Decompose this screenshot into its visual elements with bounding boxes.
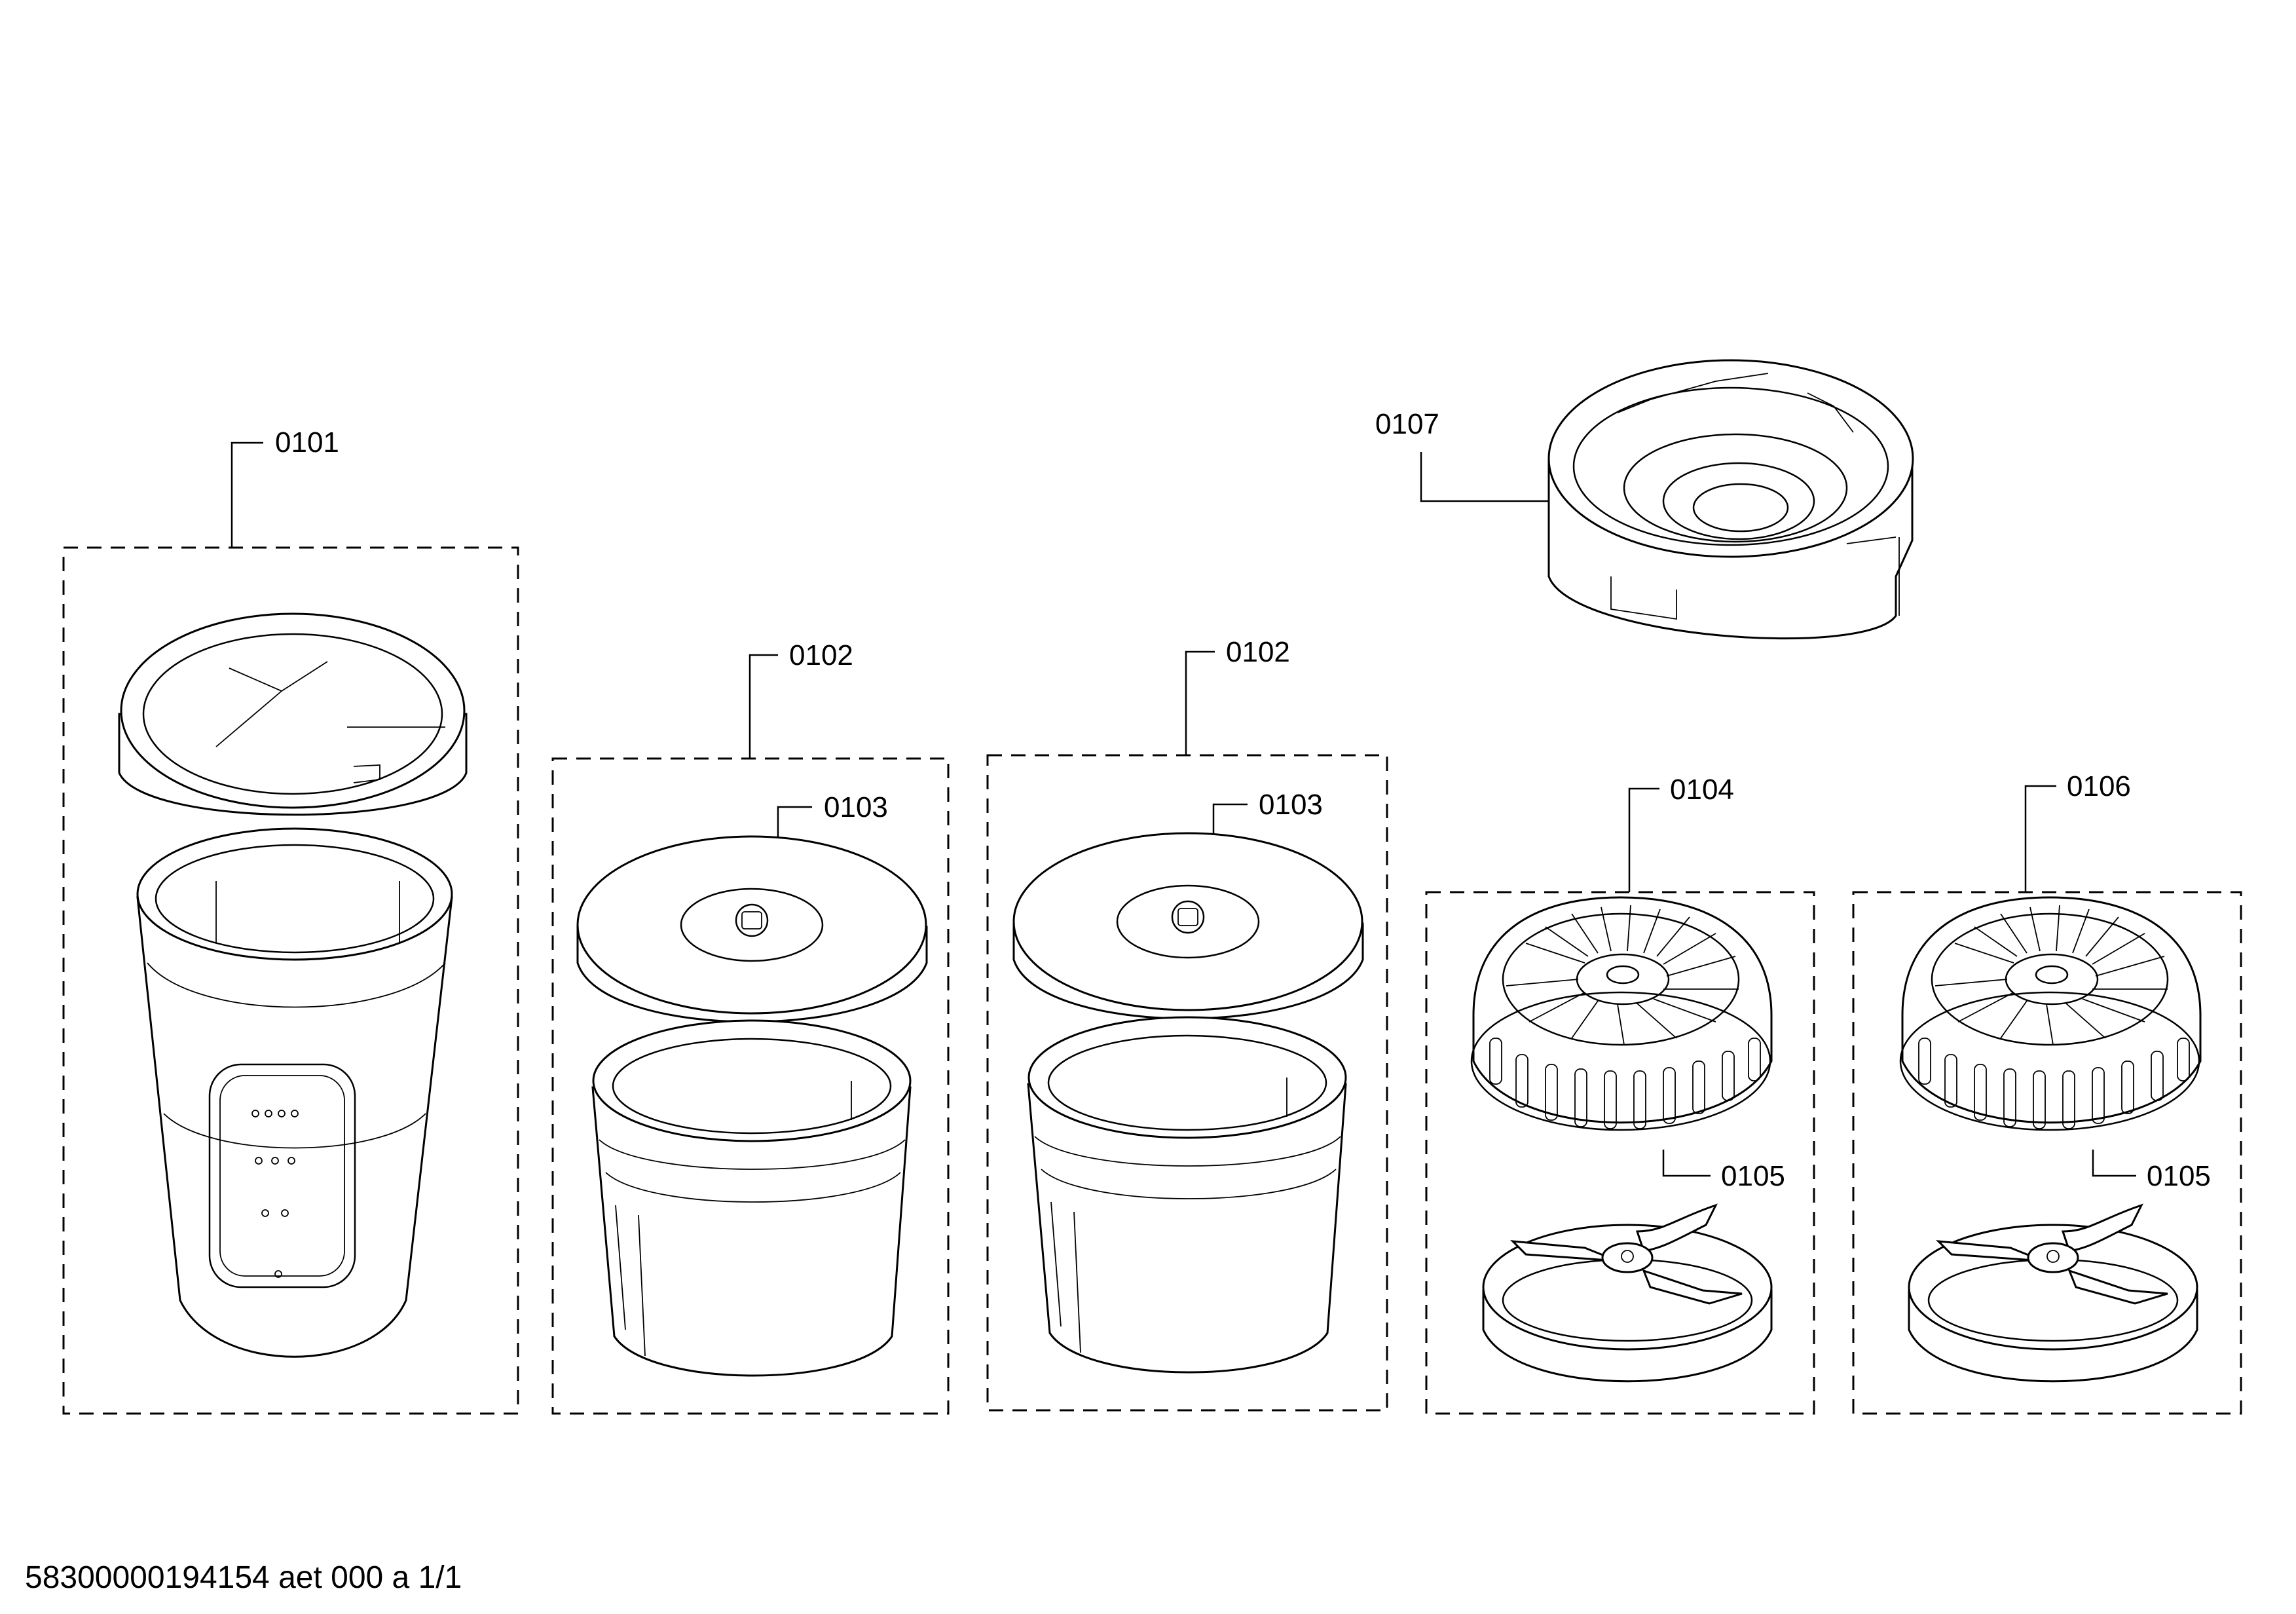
leader-0104 bbox=[1628, 787, 1659, 892]
label-0102-right: 0102 bbox=[1226, 636, 1290, 668]
part-0102-container-right bbox=[1027, 1016, 1347, 1374]
part-0105-blade-left bbox=[1482, 1203, 1773, 1383]
label-0101: 0101 bbox=[275, 426, 339, 459]
leader-0107 bbox=[1420, 452, 1559, 502]
group-box-0106 bbox=[1852, 891, 2242, 1415]
leader-0102-left bbox=[749, 654, 778, 759]
part-0106-grating-dome bbox=[1899, 896, 2202, 1131]
leader-0105-left bbox=[1662, 1150, 1711, 1177]
label-0106: 0106 bbox=[2067, 770, 2131, 802]
part-0103-lid-right bbox=[1012, 832, 1364, 1020]
part-0102-container-left bbox=[591, 1019, 912, 1377]
label-0102-left: 0102 bbox=[789, 639, 853, 671]
part-0101-travel-cup bbox=[118, 612, 468, 1358]
leader-0101 bbox=[231, 441, 263, 548]
leader-0105-right bbox=[2092, 1150, 2136, 1177]
label-0105-right: 0105 bbox=[2147, 1160, 2211, 1192]
label-0105-left: 0105 bbox=[1721, 1160, 1785, 1192]
part-0103-lid-left bbox=[576, 835, 928, 1023]
leader-0103-left bbox=[777, 806, 812, 842]
leader-0106 bbox=[2024, 785, 2056, 892]
leader-0103-right bbox=[1212, 803, 1248, 838]
part-0105-blade-right bbox=[1908, 1203, 2198, 1383]
label-0103-right: 0103 bbox=[1259, 789, 1323, 821]
label-0103-left: 0103 bbox=[824, 791, 888, 823]
part-0107-base-ring bbox=[1547, 359, 1914, 640]
leader-0102-right bbox=[1185, 650, 1215, 755]
group-box-0102-right bbox=[986, 754, 1388, 1412]
label-0104: 0104 bbox=[1670, 774, 1734, 806]
document-footer: 58300000194154 aet 000 a 1/1 bbox=[25, 1560, 462, 1595]
group-box-0104 bbox=[1425, 891, 1815, 1415]
label-0107: 0107 bbox=[1375, 408, 1439, 440]
part-0104-grating-dome bbox=[1470, 896, 1773, 1131]
